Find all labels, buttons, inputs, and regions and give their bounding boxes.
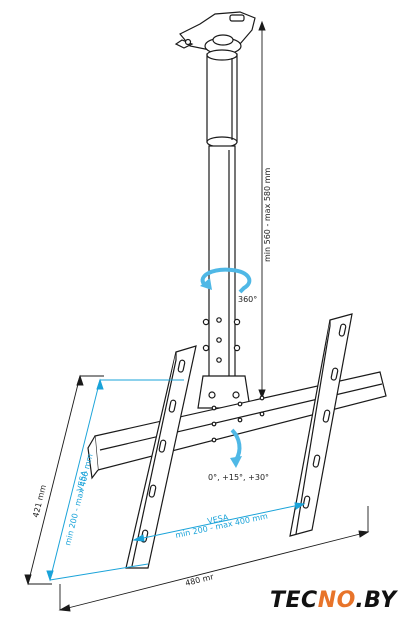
- rotation-label: 360°: [238, 295, 257, 304]
- vesa-horizontal-dimension: [132, 502, 306, 542]
- overall-width-label: 480 mr: [184, 572, 215, 588]
- rotation-arrow-icon: [200, 267, 252, 294]
- vesa-horizontal-title: VESA: [207, 513, 230, 526]
- tilt-arrow-icon: [230, 428, 242, 468]
- lower-pole: [202, 145, 241, 379]
- vesa-vertical-range: min 200 - max 400 mm: [63, 453, 95, 547]
- height-dimension: [258, 20, 266, 400]
- height-range-label: min 560 - max 580 mm: [263, 168, 272, 262]
- overall-height-dimension: [24, 374, 104, 586]
- upper-pole: [206, 49, 238, 148]
- tilt-label: 0°, +15°, +30°: [208, 473, 269, 482]
- vesa-vertical-dimension: [46, 378, 184, 582]
- right-vertical-arm: [289, 313, 353, 537]
- ceiling-bracket: [174, 11, 256, 55]
- overall-width-dimension: [58, 506, 370, 612]
- tecno-logo: TECNO.BY: [270, 588, 397, 613]
- left-vertical-arm: [125, 345, 197, 569]
